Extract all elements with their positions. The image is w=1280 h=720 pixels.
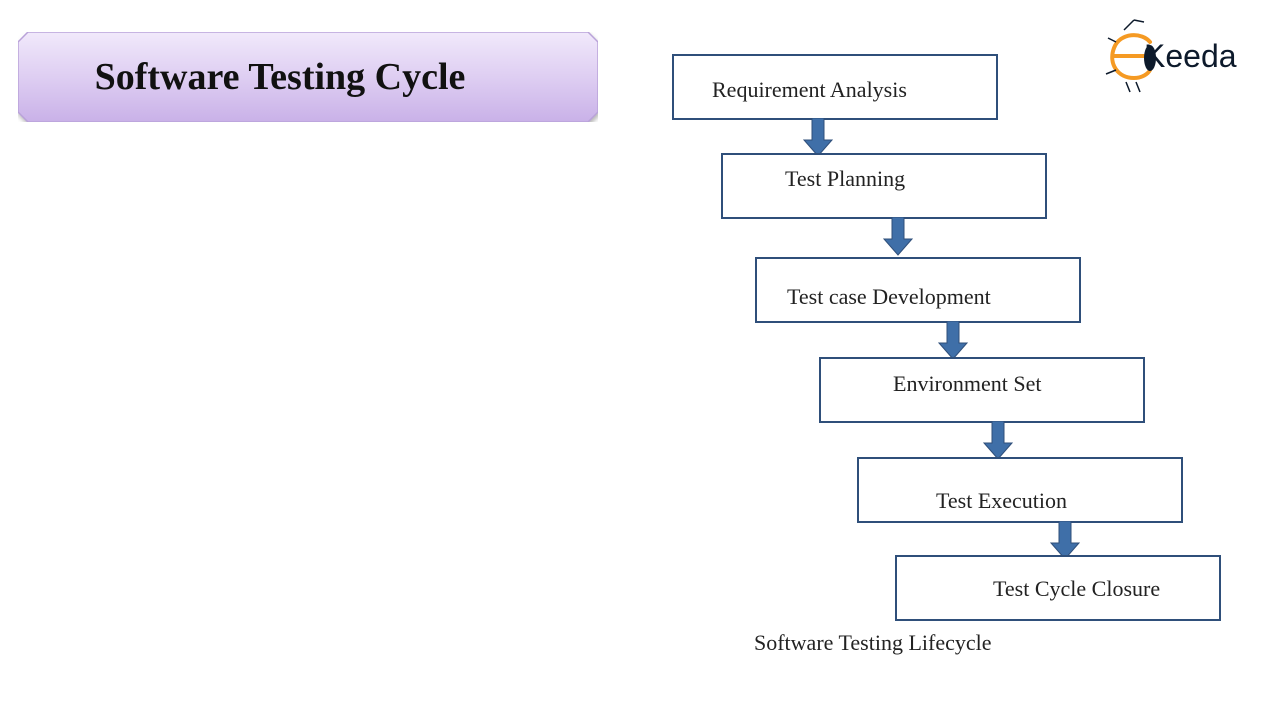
flow-arrow-down: [803, 118, 833, 157]
ekeeda-bug-e-icon: [1105, 19, 1156, 93]
step-label: Test Execution: [936, 488, 1068, 513]
step-label: Requirement Analysis: [712, 77, 907, 102]
step-label: Test Cycle Closure: [993, 576, 1161, 601]
step-test-case-development: Test case Development: [755, 257, 1081, 323]
slide-title: Software Testing Cycle: [94, 56, 466, 98]
step-test-execution: Test Execution: [857, 457, 1183, 523]
step-requirement-analysis: Requirement Analysis: [672, 54, 998, 120]
diagram-caption: Software Testing Lifecycle: [754, 630, 992, 655]
ekeeda-logo: Keeda: [1100, 16, 1260, 96]
flow-arrow-down: [983, 421, 1013, 460]
flow-arrow-down: [1050, 521, 1080, 560]
flow-arrow-down: [938, 321, 968, 360]
step-label: Test case Development: [787, 284, 991, 309]
step-test-planning: Test Planning: [721, 153, 1047, 219]
step-label: Test Planning: [785, 166, 906, 191]
slide-title-banner: Software Testing Cycle: [18, 32, 598, 122]
step-environment-set: Environment Set: [819, 357, 1145, 423]
title-banner-shape: [18, 32, 598, 122]
step-test-cycle-closure: Test Cycle Closure: [895, 555, 1221, 621]
logo-wordmark: Keeda: [1144, 38, 1237, 74]
flow-arrow-down: [883, 217, 913, 256]
step-label: Environment Set: [893, 371, 1042, 396]
